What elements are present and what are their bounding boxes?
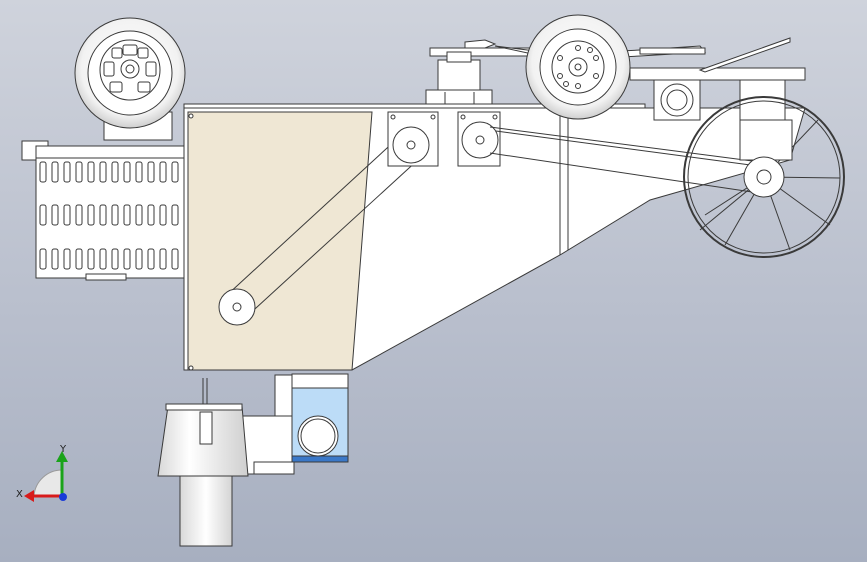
top-right-wheel [525, 14, 631, 120]
belt-drive-left [218, 137, 421, 326]
pulley-housing-left [387, 111, 439, 167]
belt-drive-right [489, 126, 761, 193]
bottom-cone-head [157, 378, 249, 547]
left-wheel-assembly [74, 17, 186, 141]
y-axis-label: Y [59, 444, 67, 455]
left-wheel-spokes [103, 44, 157, 93]
pulley-housing-right [457, 111, 501, 167]
coordinate-triad: Y X [16, 444, 68, 502]
slotted-guard-housing [21, 140, 189, 281]
vent-slots [39, 161, 179, 270]
bottom-drive-block [239, 373, 349, 475]
x-axis-label: X [16, 489, 23, 500]
tan-side-plate [187, 111, 373, 371]
top-center-bearing [425, 51, 493, 105]
right-upper-bracket [629, 37, 806, 121]
large-spoked-wheel [683, 96, 845, 258]
